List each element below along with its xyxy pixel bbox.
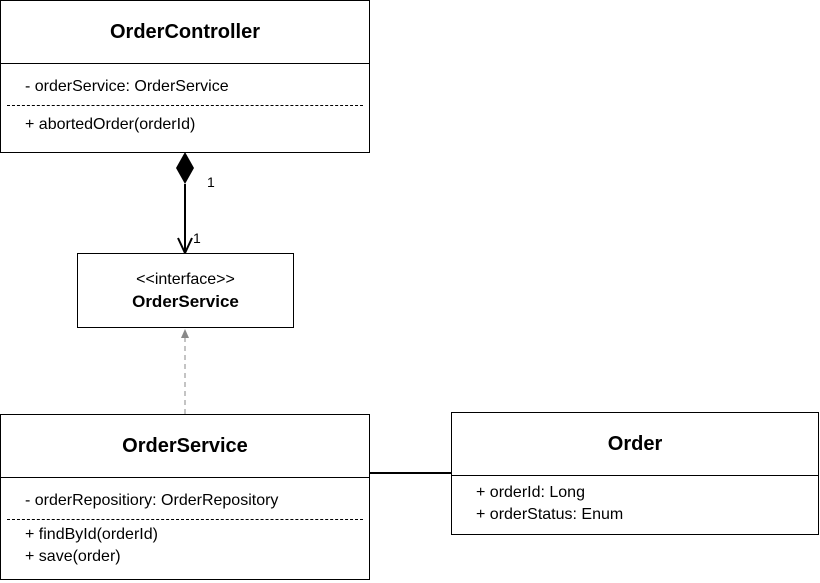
method: + save(order) [25,548,121,565]
order-service-name: OrderService [122,435,248,457]
realization-arrowhead [181,329,189,338]
source-multiplicity: 1 [207,174,215,190]
attribute: + orderId: Long [476,484,585,501]
method: + abortedOrder(orderId) [25,116,196,133]
order-attributes: + orderId: Long + orderStatus: Enum [452,476,818,526]
attribute: - orderRepositiory: OrderRepository [25,492,279,509]
order-service-methods: + findById(orderId) + save(order) [1,520,369,568]
target-multiplicity: 1 [193,230,201,246]
order-service-attributes: - orderRepositiory: OrderRepository [1,478,369,519]
order-name: Order [607,433,663,455]
order-controller-methods: + abortedOrder(orderId) [1,106,369,136]
order-controller-class[interactable]: OrderController - orderService: OrderSer… [0,0,370,153]
attribute: - orderService: OrderService [25,78,229,95]
order-service-class[interactable]: OrderService - orderRepositiory: OrderRe… [0,414,370,580]
order-controller-attributes: - orderService: OrderService [1,64,369,105]
composition-diamond [176,152,194,184]
method: + findById(orderId) [25,526,158,543]
attribute: + orderStatus: Enum [476,506,624,523]
order-service-interface[interactable]: <<interface>> OrderService [77,253,294,328]
order-class[interactable]: Order + orderId: Long + orderStatus: Enu… [451,412,819,535]
order-controller-name: OrderController [109,21,261,43]
interface-stereotype: <<interface>> [136,271,235,288]
interface-name: OrderService [132,292,239,311]
